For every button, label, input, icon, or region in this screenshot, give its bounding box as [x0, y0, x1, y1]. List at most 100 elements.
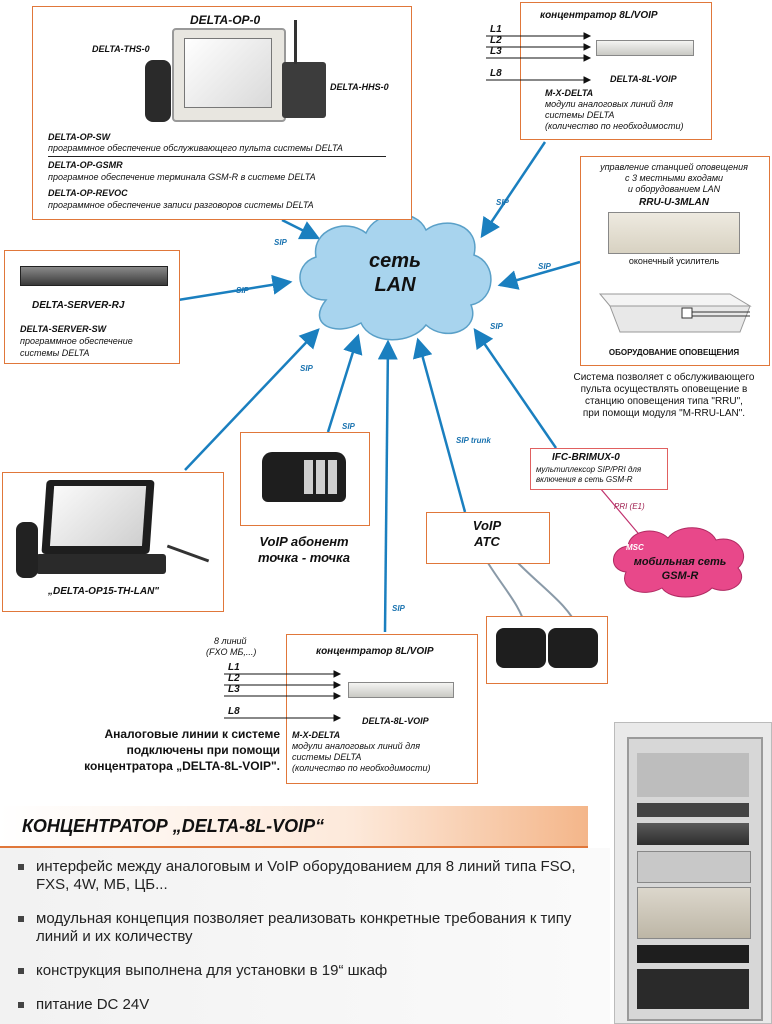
op0-mic — [294, 20, 297, 64]
lan-cloud — [299, 213, 492, 341]
lan-label-2: LAN — [374, 274, 416, 296]
conc-top-device — [596, 40, 694, 56]
conc-top-desc1: модули аналоговых линий для — [545, 99, 674, 109]
arrow-server — [177, 274, 293, 302]
banner-title: КОНЦЕНТРАТОР „DELTA-8L-VOIP“ — [22, 816, 325, 836]
op0-gsmr-title: DELTA-OP-GSMR — [48, 160, 123, 170]
conc-bottom-l2: L2 — [228, 673, 240, 684]
voip-sub-phone — [262, 452, 346, 502]
conc-bottom-desc1: модули аналоговых линий для — [292, 741, 421, 751]
op15-handset — [16, 522, 38, 578]
sip-label-op0: SIP — [274, 238, 287, 247]
server-sw: DELTA-SERVER-SW — [20, 324, 107, 334]
rru-unit — [608, 212, 740, 254]
conc-top-desc3: (количество по необходимости) — [545, 121, 684, 131]
ifc-desc-2: включения в сеть GSM-R — [536, 475, 633, 484]
conc-bottom-device-label: DELTA-8L-VOIP — [362, 716, 429, 726]
analog-note-1: Аналоговые линии к системе — [104, 727, 280, 741]
arrow-op0 — [281, 218, 321, 240]
conc-top-box — [520, 2, 712, 140]
rru-equip-label: ОБОРУДОВАНИЕ ОПОВЕЩЕНИЯ — [608, 348, 740, 357]
arrow-voip-sub — [326, 333, 363, 433]
server-device — [20, 266, 168, 286]
server-desc-2: системы DELTA — [20, 348, 90, 358]
conc-bottom-l1: L1 — [228, 662, 240, 673]
op0-keypad — [282, 62, 326, 118]
op15-title: „DELTA-OP15-TH-LAN" — [48, 586, 160, 597]
op0-ths-label: DELTA-THS-0 — [92, 44, 150, 54]
msc-abbr: MSC — [626, 543, 644, 552]
bullet-2-text: модульная концепция позволяет реализоват… — [36, 910, 572, 945]
conc-top-module: M-X-DELTA — [545, 88, 594, 98]
bullet-3-text: конструкция выполнена для установки в 19… — [36, 962, 388, 979]
conc-bottom-title: концентратор 8L/VOIP — [316, 646, 434, 657]
banner — [0, 806, 588, 849]
conc-top-l2: L2 — [490, 35, 502, 46]
rack-cabinet — [614, 722, 772, 1024]
rru-speaker — [598, 293, 752, 333]
rru-note-4: при помощи модуля "M-RRU-LAN". — [582, 408, 746, 419]
op0-terminal — [172, 28, 286, 122]
analog-note-3: концентратора „DELTA-8L-VOIP". — [84, 759, 280, 773]
conc-bottom-lines-types: (FXO МБ,...) — [206, 647, 257, 657]
bullet-4-text: питание DC 24V — [36, 996, 150, 1013]
analog-note-2: подключены при помощи — [126, 743, 280, 757]
sip-label-conc-top: SIP — [496, 198, 509, 207]
rru-title: RRU-U-3MLAN — [639, 197, 709, 208]
op0-divider — [48, 156, 386, 157]
conc-top-l1: L1 — [490, 24, 502, 35]
arrow-rru — [497, 260, 581, 290]
op0-hhs-label: DELTA-HHS-0 — [330, 82, 389, 92]
bullet-3: конструкция выполнена для установки в 19… — [18, 962, 578, 980]
sip-trunk-label: SIP trunk — [456, 436, 491, 445]
op0-handset — [145, 60, 171, 122]
conc-top-title: концентратор 8L/VOIP — [540, 10, 658, 21]
bullet-1: интерфейс между аналоговым и VoIP оборуд… — [18, 858, 578, 894]
arrow-conc-bottom — [377, 339, 398, 633]
pri-label: PRI (E1) — [614, 502, 645, 511]
atc-phone-1 — [496, 628, 546, 668]
conc-top-device-label: DELTA-8L-VOIP — [610, 74, 677, 84]
lan-label-1: сеть — [369, 250, 421, 272]
bullets-panel — [0, 848, 610, 1024]
conc-bottom-line-arrows — [224, 670, 342, 722]
conc-bottom-module: M-X-DELTA — [292, 730, 341, 740]
rru-note-2: пульта осуществлять оповещение в — [580, 384, 748, 395]
sip-label-voip-sub: SIP — [342, 422, 355, 431]
voip-sub-line2: точка - точка — [257, 550, 351, 565]
ifc-desc-1: мультиплексор SIP/PRI для — [536, 465, 642, 474]
ifc-title: IFC-BRIMUX-0 — [552, 452, 620, 463]
op0-sw-desc: программное обеспечение обслуживающего п… — [48, 143, 343, 153]
rru-amp-label: оконечный усилитель — [628, 256, 720, 266]
voip-atc-line2: ATC — [474, 534, 500, 549]
conc-bottom-desc3: (количество по необходимости) — [292, 763, 431, 773]
sip-label-server: SIP — [236, 286, 249, 295]
arrow-ifc — [473, 327, 558, 449]
sip-label-rru: SIP — [538, 262, 551, 271]
voip-atc-box — [426, 512, 550, 564]
msc-line1: мобильная сеть — [633, 556, 727, 568]
rru-note-3: станцию оповещения типа "RRU", — [585, 396, 743, 407]
rru-header-3: и оборудованием LAN — [627, 184, 721, 194]
conc-bottom-desc2: системы DELTA — [292, 752, 362, 762]
conc-bottom-l3: L3 — [228, 684, 240, 695]
voip-sub-line1: VoIP абонент — [259, 534, 349, 549]
op0-sw-title: DELTA-OP-SW — [48, 132, 111, 142]
bullet-4: питание DC 24V — [18, 996, 578, 1014]
server-desc-1: программное обеспечение — [20, 336, 133, 346]
conc-bottom-lines-count: 8 линий — [214, 636, 247, 646]
sip-label-op15: SIP — [300, 364, 313, 373]
bullet-1-text: интерфейс между аналоговым и VoIP оборуд… — [36, 858, 576, 893]
op0-revoc-desc: программное обеспечение записи разговоро… — [48, 200, 314, 210]
bullet-2: модульная концепция позволяет реализоват… — [18, 910, 578, 946]
arrow-op15 — [184, 328, 320, 471]
op0-title: DELTA-OP-0 — [190, 13, 261, 27]
voip-atc-line1: VoIP — [472, 518, 502, 533]
rru-note-1: Система позволяет с обслуживающего — [573, 372, 755, 383]
msc-cloud — [613, 527, 744, 598]
server-title: DELTA-SERVER-RJ — [32, 300, 125, 311]
sip-label-conc-bottom: SIP — [392, 604, 405, 613]
ifc-box — [530, 448, 668, 490]
conc-bottom-device — [348, 682, 454, 698]
